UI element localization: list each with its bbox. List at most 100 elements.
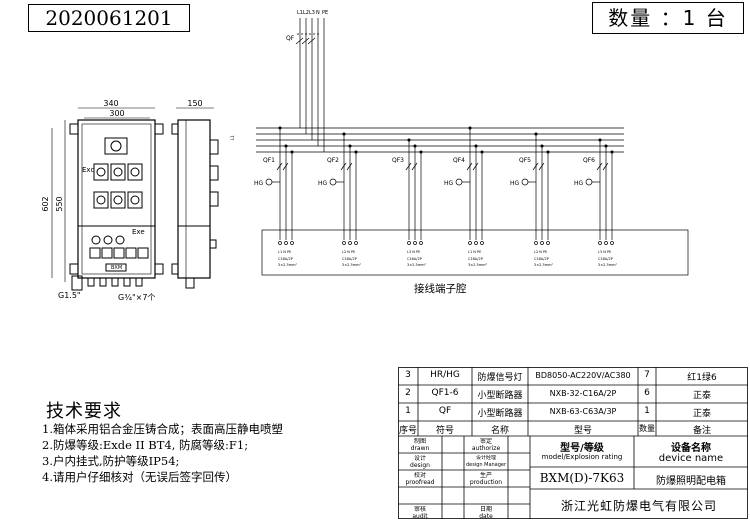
header-qty: 数量	[639, 424, 655, 433]
lamp-label: HG	[444, 180, 454, 187]
quantity-label: 数量 ：1 台	[592, 2, 744, 34]
model-header: 型号/等级	[560, 443, 604, 454]
wire-label: 3×2.5mm²	[598, 263, 618, 267]
breaker-label: QF4	[453, 157, 465, 164]
wire-label: 3×2.5mm²	[534, 263, 554, 267]
bus-label-l3: L3	[309, 10, 315, 16]
terminal-block-label: 接线端子腔	[414, 283, 467, 295]
cable-label: C16A/2P	[342, 257, 357, 261]
requirement-line: 1.箱体采用铝合金压铸合成；表面高压静电喷塑	[42, 422, 283, 436]
cable-label: C16A/2P	[598, 257, 613, 261]
header-note: 备注	[692, 426, 711, 436]
dim-width-outer: 340	[103, 99, 118, 108]
part-qty: 1	[644, 406, 650, 416]
branch-3: QF3 L3 N PE C16A/2P 3×2.5mm²	[392, 138, 427, 267]
dim-height-outer: 602	[41, 196, 50, 211]
schematic	[256, 18, 689, 276]
phase-label: L2 N PE	[342, 250, 355, 254]
gland-bottom-label: G¾"×7个	[118, 293, 155, 302]
branch-2: HG QF2 L2 N PE C16A/2P 3×2.5mm²	[318, 132, 362, 267]
title-block-grid	[398, 367, 748, 519]
part-model: NXB-32-C16A/2P	[549, 389, 617, 398]
part-no: 1	[405, 406, 411, 416]
part-model: BD8050-AC220V/AC380	[535, 371, 631, 380]
phase-label: L3 N PE	[407, 250, 420, 254]
bus-label-l2: L2	[303, 10, 309, 16]
drawing-number: 2020061201	[28, 4, 190, 32]
branch-4: HG QF4 L1 N PE C16A/2P 3×2.5mm²	[444, 126, 488, 267]
wire-label: 3×2.5mm²	[468, 263, 488, 267]
model-value: BXM(D)-7K63	[539, 471, 625, 485]
breaker-label: QF6	[583, 157, 595, 164]
device-header: 设备名称	[671, 443, 711, 454]
part-symbol: QF	[438, 406, 452, 416]
cable-label: C16A/2P	[534, 257, 549, 261]
breaker-label: QF5	[519, 157, 531, 164]
requirements-title: 技术要求	[46, 401, 122, 422]
wire-label: 3×2.5mm²	[407, 263, 427, 267]
phase-label: L1 N PE	[468, 250, 481, 254]
part-no: 2	[405, 388, 411, 398]
cable-label: C16A/2P	[278, 257, 293, 261]
part-name: 防爆信号灯	[477, 373, 523, 383]
requirement-line: 3.户内挂式,防护等级IP54;	[42, 454, 180, 468]
bus-label-pe: PE	[322, 10, 328, 16]
cable-label: C16A/2P	[407, 257, 422, 261]
part-no: 3	[405, 370, 411, 380]
side-view	[171, 107, 219, 289]
part-note: 正泰	[692, 409, 711, 419]
requirement-line: 4.请用户仔细核对（无误后签字回传）	[42, 470, 237, 484]
gland-left-label: G1.5"	[58, 291, 81, 300]
device-header-en: device name	[658, 453, 724, 464]
breaker-label: QF2	[327, 157, 339, 164]
header-model: 型号	[573, 426, 592, 436]
device-value: 防爆照明配电箱	[656, 476, 726, 487]
branch-1: HG QF1 L1 N PE C16A/2P 3×2.5mm²	[254, 126, 298, 267]
phase-label: L2 N PE	[534, 250, 547, 254]
model-header-en: model/Explosion rating	[541, 453, 623, 461]
side-bus-label-l1: L1	[230, 135, 235, 140]
zone-exe-label: Exe	[132, 228, 145, 236]
header-no: 序号	[398, 426, 417, 436]
lamp-label: HG	[254, 180, 264, 187]
part-note: 正泰	[692, 391, 711, 401]
part-model: NXB-63-C63A/3P	[549, 407, 617, 416]
company-name: 浙江光虹防爆电气有限公司	[560, 499, 717, 513]
wire-label: 3×2.5mm²	[278, 263, 298, 267]
part-qty: 7	[644, 370, 650, 380]
phase-label: L3 N PE	[598, 250, 611, 254]
small-label: BXM	[111, 265, 122, 271]
lamp-label: HG	[574, 180, 584, 187]
breaker-label: QF1	[263, 157, 275, 164]
phase-label: L1 N PE	[278, 250, 291, 254]
cable-label: C16A/2P	[468, 257, 483, 261]
part-symbol: HR/HG	[430, 370, 460, 380]
part-note: 红1绿6	[687, 373, 717, 383]
part-symbol: QF1-6	[431, 388, 459, 398]
zone-exd-label: Exd	[82, 166, 95, 174]
branch-6: HG QF6 L3 N PE C16A/2P 3×2.5mm²	[574, 138, 618, 267]
wire-label: 3×2.5mm²	[342, 263, 362, 267]
main-switch-label: QF	[286, 35, 295, 42]
branch-5: HG QF5 L2 N PE C16A/2P 3×2.5mm²	[510, 132, 554, 267]
bus-label-l1: L1	[297, 10, 303, 16]
lamp-label: HG	[318, 180, 328, 187]
part-name: 小型断路器	[477, 409, 523, 419]
branch-group: HG QF1 L1 N PE C16A/2P 3×2.5mm² HG QF2 L2 N PE C…	[254, 126, 618, 267]
lamp-label: HG	[510, 180, 520, 187]
drawing-canvas: 340 300 602 550 Exd Exe BXM G1.5" G¾"×7个…	[41, 10, 689, 302]
header-name: 名称	[490, 426, 509, 436]
dim-width-inner: 300	[109, 109, 124, 118]
part-name: 小型断路器	[477, 391, 523, 401]
dim-height-inner: 550	[55, 196, 64, 211]
breaker-label: QF3	[392, 157, 404, 164]
requirement-line: 2.防爆等级:Exde II BT4, 防腐等级:F1;	[42, 438, 249, 452]
header-symbol: 符号	[435, 426, 454, 436]
